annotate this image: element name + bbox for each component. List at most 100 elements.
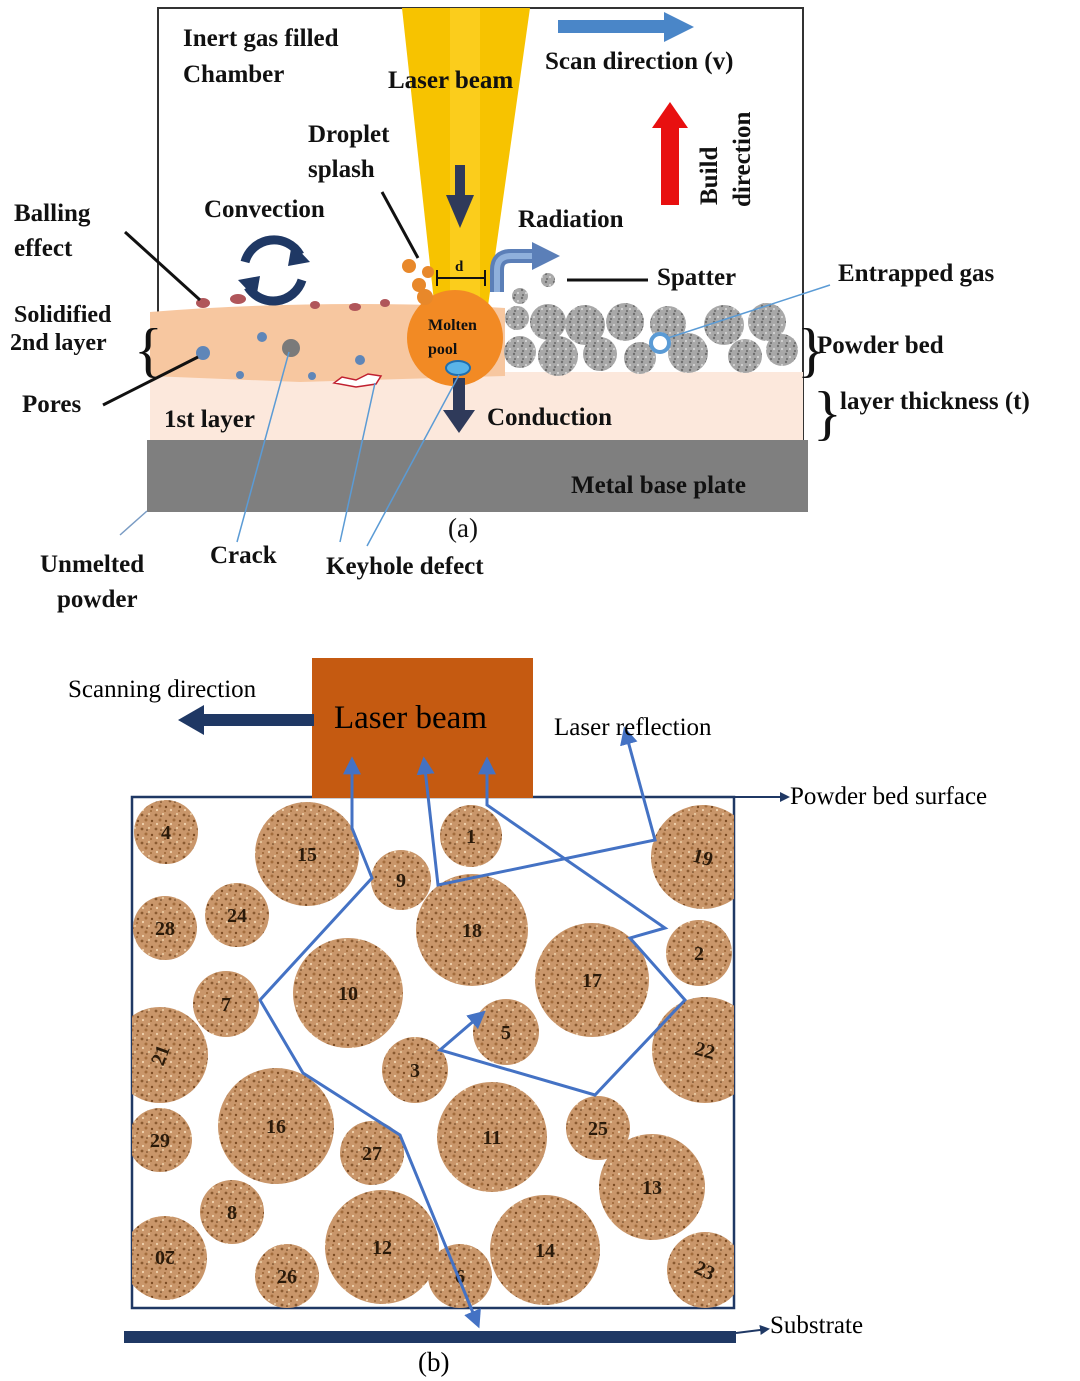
particle-label: 28 xyxy=(155,918,175,940)
particle-shape xyxy=(132,1216,207,1300)
label-build-direction-2: direction xyxy=(729,112,756,207)
label-solidified-2: 2nd layer xyxy=(10,330,107,356)
substrate-bar xyxy=(124,1331,736,1343)
brace-layer-thickness: } xyxy=(813,380,842,446)
particle-label: 29 xyxy=(150,1130,170,1152)
label-conduction: Conduction xyxy=(487,404,612,431)
label-spatter: Spatter xyxy=(657,264,736,291)
particle-shape xyxy=(255,1244,319,1308)
molten-label-1: Molten xyxy=(428,317,477,334)
particle-29: 29 xyxy=(132,1108,192,1172)
particle-20: 20 xyxy=(132,1216,207,1300)
brace-solidified: { xyxy=(134,317,163,383)
particle-shape xyxy=(132,1108,192,1172)
crack-shape xyxy=(332,373,383,388)
label-pores: Pores xyxy=(22,391,82,418)
ray-1 xyxy=(258,756,481,1329)
label-chamber-1: Inert gas filled xyxy=(183,25,339,52)
particle-shape xyxy=(667,1232,734,1308)
metal-base-plate xyxy=(147,440,808,512)
scanning-direction-arrow xyxy=(178,705,314,735)
particle-9: 9 xyxy=(371,850,431,910)
label-layer-thickness: layer thickness (t) xyxy=(840,388,1030,415)
particle-shape xyxy=(652,997,734,1103)
label-droplet-2: splash xyxy=(308,156,375,183)
label-droplet-1: Droplet xyxy=(308,121,390,148)
label-unmelted-2: powder xyxy=(57,586,138,613)
panel-a: d Molten pool xyxy=(10,7,1030,613)
particle-10: 10 xyxy=(293,938,403,1048)
particle-shape xyxy=(490,1195,600,1305)
particle-shape xyxy=(200,1180,264,1244)
particle-label: 24 xyxy=(227,905,247,927)
particle-label: 17 xyxy=(582,970,602,992)
particle-25: 25 xyxy=(566,1096,630,1160)
substrate-label: Substrate xyxy=(770,1312,863,1339)
laser-beam-label: Laser beam xyxy=(334,700,487,736)
powder-bed-surface-label: Powder bed surface xyxy=(790,783,987,810)
particle-5: 5 xyxy=(473,999,539,1065)
particle-shape xyxy=(255,802,359,906)
label-keyhole: Keyhole defect xyxy=(326,553,484,580)
particle-label: 27 xyxy=(362,1143,382,1165)
label-balling-1: Balling xyxy=(14,200,91,227)
label-chamber-2: Chamber xyxy=(183,61,284,88)
droplet-splash-particles xyxy=(402,259,434,305)
particle-13: 13 xyxy=(599,1134,705,1240)
label-convection: Convection xyxy=(204,196,325,223)
particle-label: 2 xyxy=(694,943,704,965)
particle-shape xyxy=(599,1134,705,1240)
label-balling-2: effect xyxy=(14,235,73,262)
entrapped-gas-bubble xyxy=(649,332,671,354)
label-base-plate: Metal base plate xyxy=(571,472,746,499)
particle-23: 23 xyxy=(667,1232,734,1308)
particle-label: 5 xyxy=(501,1022,511,1044)
laser-rays xyxy=(258,726,688,1329)
label-scan-direction: Scan direction (v) xyxy=(545,48,733,75)
particle-22: 22 xyxy=(652,997,734,1103)
pointer-lines xyxy=(102,191,831,547)
particle-label: 9 xyxy=(396,870,406,892)
laser-down-arrow xyxy=(446,165,474,228)
particle-2: 2 xyxy=(666,920,732,986)
molten-label-2: pool xyxy=(428,341,458,358)
scanning-direction-label: Scanning direction xyxy=(68,676,257,703)
substrate-arrow xyxy=(735,1325,770,1335)
particle-shape xyxy=(132,1007,208,1103)
particle-4: 4 xyxy=(134,800,198,864)
particle-label: 8 xyxy=(227,1202,237,1224)
particle-21: 21 xyxy=(132,1007,208,1103)
particle-shape xyxy=(651,805,734,909)
laser-reflection-label: Laser reflection xyxy=(554,714,712,741)
particle-7: 7 xyxy=(193,971,259,1037)
label-unmelted-1: Unmelted xyxy=(40,551,144,578)
label-solidified-1: Solidified xyxy=(14,302,112,328)
particle-label: 16 xyxy=(266,1116,286,1138)
particle-14: 14 xyxy=(490,1195,600,1305)
particle-label: 14 xyxy=(535,1240,555,1262)
particle-shape xyxy=(205,883,269,947)
caption-a: (a) xyxy=(448,513,478,543)
build-direction-arrow xyxy=(652,102,688,205)
particle-11: 11 xyxy=(437,1082,547,1192)
scan-direction-arrow xyxy=(558,12,694,42)
particle-8: 8 xyxy=(200,1180,264,1244)
particle-label: 1 xyxy=(466,826,476,848)
conduction-arrow xyxy=(443,378,475,433)
caption-b: (b) xyxy=(418,1347,449,1377)
particle-label: 3 xyxy=(410,1060,420,1082)
particle-label: 18 xyxy=(462,920,482,942)
particle-label: 11 xyxy=(483,1127,502,1149)
particle-label: 12 xyxy=(372,1237,392,1259)
label-laser-beam: Laser beam xyxy=(388,67,513,94)
particle-shape xyxy=(566,1096,630,1160)
label-entrapped-gas: Entrapped gas xyxy=(838,260,995,287)
powder-bed-particles xyxy=(504,273,798,376)
particle-shape xyxy=(134,800,198,864)
particle-17: 17 xyxy=(535,923,649,1037)
particle-3: 3 xyxy=(382,1037,448,1103)
first-layer xyxy=(150,372,803,440)
particle-label: 26 xyxy=(277,1266,297,1288)
particle-shape xyxy=(218,1068,334,1184)
radiation-arrow xyxy=(490,242,560,292)
